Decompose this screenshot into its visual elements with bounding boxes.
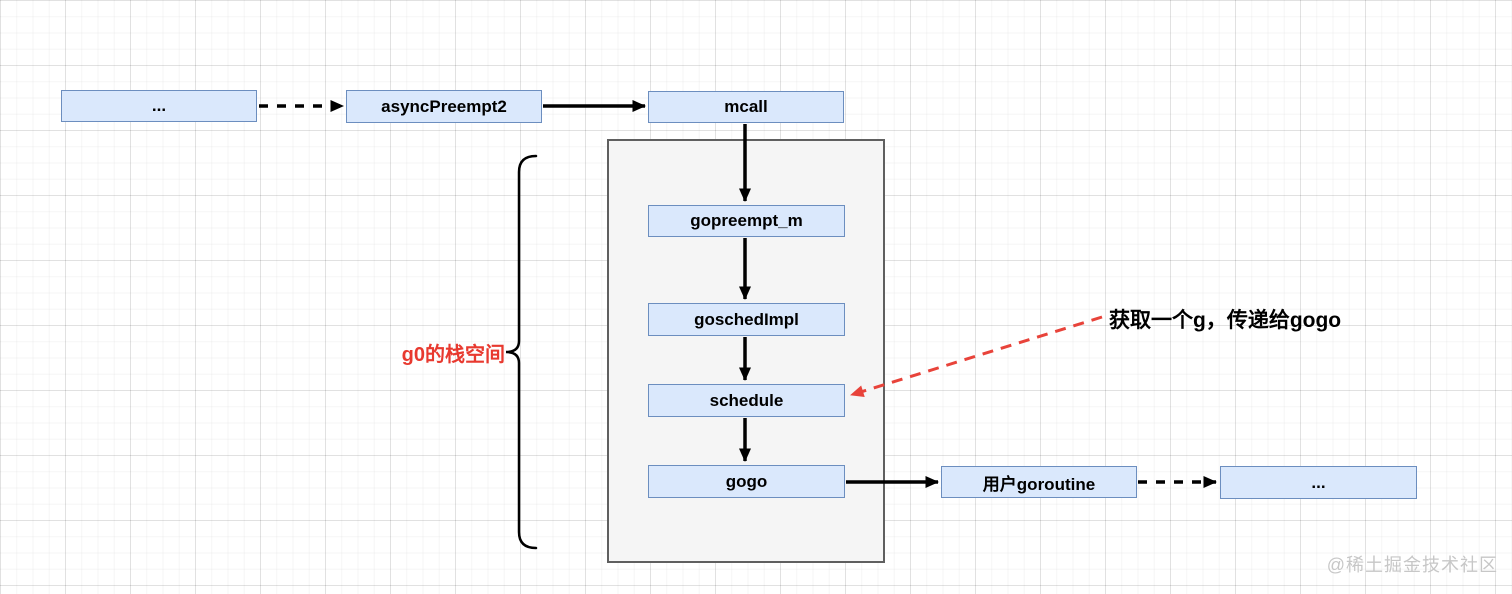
node-label: gogo xyxy=(725,471,768,491)
node-ellipsis-right: ... xyxy=(1220,466,1417,499)
watermark: @稀土掘金技术社区 xyxy=(1326,555,1498,575)
node-ellipsis-left: ... xyxy=(61,90,257,122)
node-gosched-impl: goschedImpl xyxy=(648,303,845,336)
g0-stack-brace xyxy=(505,154,538,550)
node-user-goroutine: 用户goroutine xyxy=(941,466,1137,498)
node-label: 用户goroutine xyxy=(982,474,1096,494)
node-label: ... xyxy=(151,96,167,115)
node-label: asyncPreempt2 xyxy=(381,96,507,116)
g0-stack-label: g0的栈空间 xyxy=(401,344,505,366)
schedule-note: 获取一个g，传递给gogo xyxy=(1109,309,1342,332)
node-label: schedule xyxy=(709,390,784,410)
g0-stack-container xyxy=(607,139,885,563)
node-async-preempt2: asyncPreempt2 xyxy=(346,90,542,123)
node-label: goschedImpl xyxy=(694,309,799,329)
node-label: gopreempt_m xyxy=(690,211,803,230)
node-label: mcall xyxy=(724,97,768,116)
arrow-note-to-schedule xyxy=(850,315,1103,398)
node-label: ... xyxy=(1311,472,1326,492)
node-mcall: mcall xyxy=(648,91,844,123)
node-gogo: gogo xyxy=(648,465,845,498)
node-schedule: schedule xyxy=(648,384,845,417)
node-gopreempt-m: gopreempt_m xyxy=(648,205,845,237)
